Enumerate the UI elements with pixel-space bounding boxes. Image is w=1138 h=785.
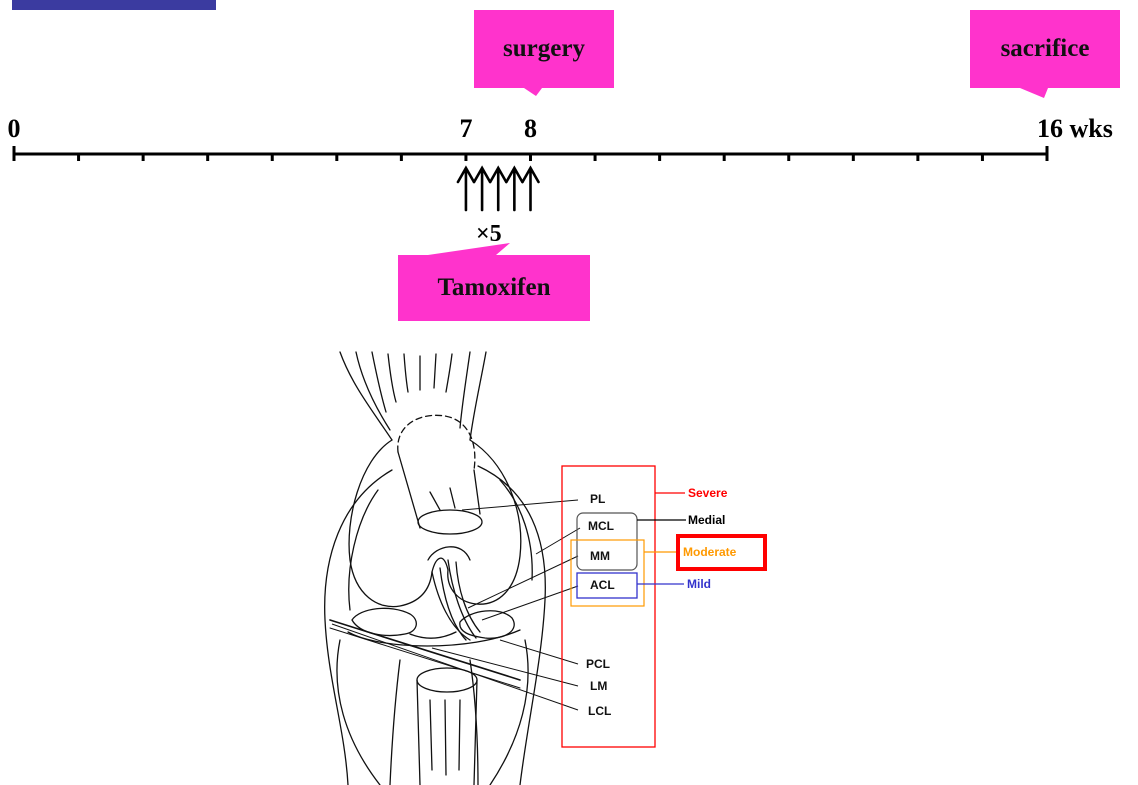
pl-label: PL [590,493,605,505]
lcl-label: LCL [588,705,611,717]
moderate-legend-label: Moderate [683,546,736,558]
mild-legend-label: Mild [687,578,711,590]
severe-legend-label: Severe [688,487,727,499]
pcl-label: PCL [586,658,610,670]
medial-legend-label: Medial [688,514,725,526]
lm-label: LM [590,680,607,692]
mcl-label: MCL [588,520,614,532]
acl-label: ACL [590,579,615,591]
mm-label: MM [590,550,610,562]
